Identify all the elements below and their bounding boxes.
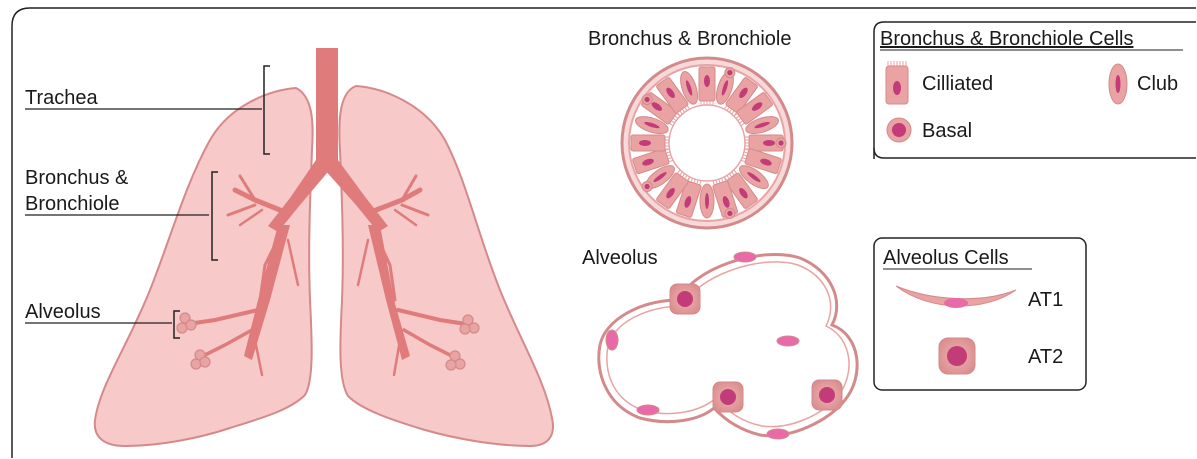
alveolus-title: Alveolus: [582, 247, 658, 269]
basal-cell-icon: [887, 118, 911, 142]
bronchus-cells-legend: Bronchus & Bronchiole Cells Cilliated Cl…: [874, 22, 1196, 159]
label-alveolus: Alveolus: [25, 301, 101, 323]
club-label: Club: [1137, 73, 1178, 95]
label-bronchus-line2: Bronchiole: [25, 193, 120, 215]
bronchus-epithelial-cell: [700, 184, 714, 218]
label-trachea: Trachea: [25, 87, 99, 109]
alveolus-cells-legend: Alveolus Cells AT1 AT2: [874, 238, 1086, 390]
ciliated-cell-icon: [886, 61, 908, 104]
bronchus-epithelial-cell: [699, 67, 715, 106]
bronchus-epithelial-cell: [631, 135, 670, 151]
left-lung: [95, 88, 313, 446]
right-lung: [339, 86, 553, 446]
trachea: [316, 48, 338, 163]
bronchus-cross-section: [622, 58, 792, 228]
basal-label: Basal: [922, 120, 972, 142]
bronchus-legend-title: Bronchus & Bronchiole Cells: [880, 28, 1133, 50]
at1-label: AT1: [1028, 289, 1063, 311]
club-cell-icon: [1109, 64, 1127, 104]
alveolus-legend-title: Alveolus Cells: [883, 247, 1009, 269]
bronchus-title: Bronchus & Bronchiole: [588, 28, 791, 50]
at2-label: AT2: [1028, 346, 1063, 368]
at2-cell-icon: [939, 338, 975, 374]
label-bronchus-line1: Bronchus &: [25, 167, 129, 189]
alveolus-cross-section: [599, 252, 857, 439]
ciliated-label: Cilliated: [922, 73, 993, 95]
lungs-illustration: [95, 48, 553, 446]
